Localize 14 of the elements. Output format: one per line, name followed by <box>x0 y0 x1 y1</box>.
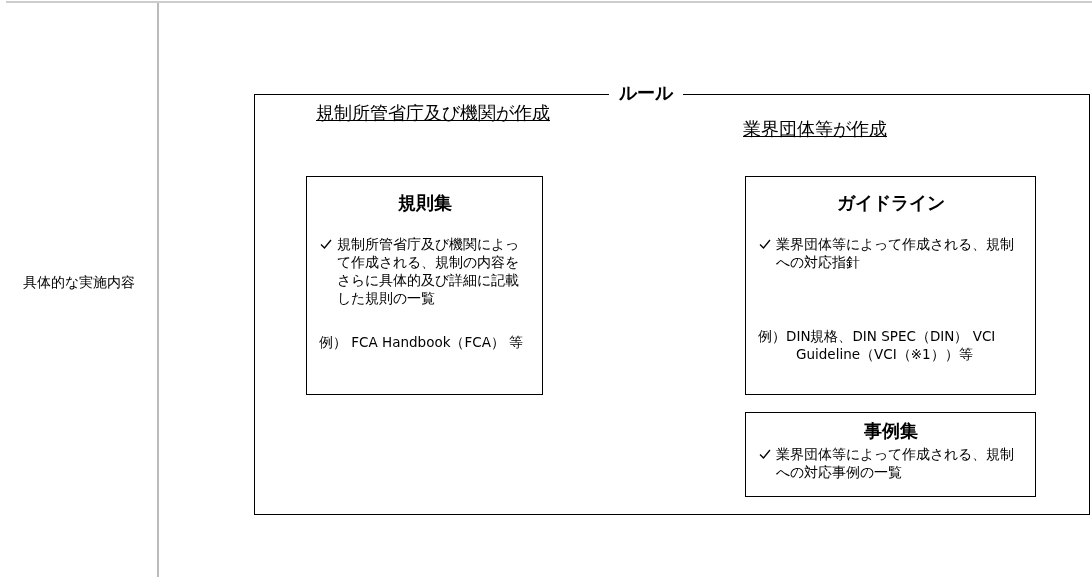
example-text: 例） FCA Handbook（FCA） 等 <box>319 333 525 351</box>
card-heading: 規則集 <box>396 191 453 215</box>
column-heading: 規制所管省庁及び機関が作成 <box>315 101 551 125</box>
bullet-text: 業界団体等によって作成される、規制への対応指針 <box>776 236 1014 270</box>
row-header: 具体的な実施内容 <box>22 273 136 292</box>
bullet-text: 規制所管省庁及び機関によって作成される、規制の内容をさらに具体的及び詳細に記載した規則の一覧 <box>337 236 519 306</box>
column-heading: 業界団体等が作成 <box>742 117 888 141</box>
card-heading: 事例集 <box>862 419 919 443</box>
bullet-text: 業界団体等によって作成される、規制への対応事例の一覧 <box>776 446 1014 480</box>
rulebook-card <box>306 176 543 395</box>
guideline-card <box>745 176 1036 395</box>
example-text: 例）DIN規格、DIN SPEC（DIN） VCI Guideline（VCI（※1））等 <box>758 327 997 363</box>
card-heading: ガイドライン <box>835 191 946 215</box>
case-collection-card <box>745 412 1036 497</box>
